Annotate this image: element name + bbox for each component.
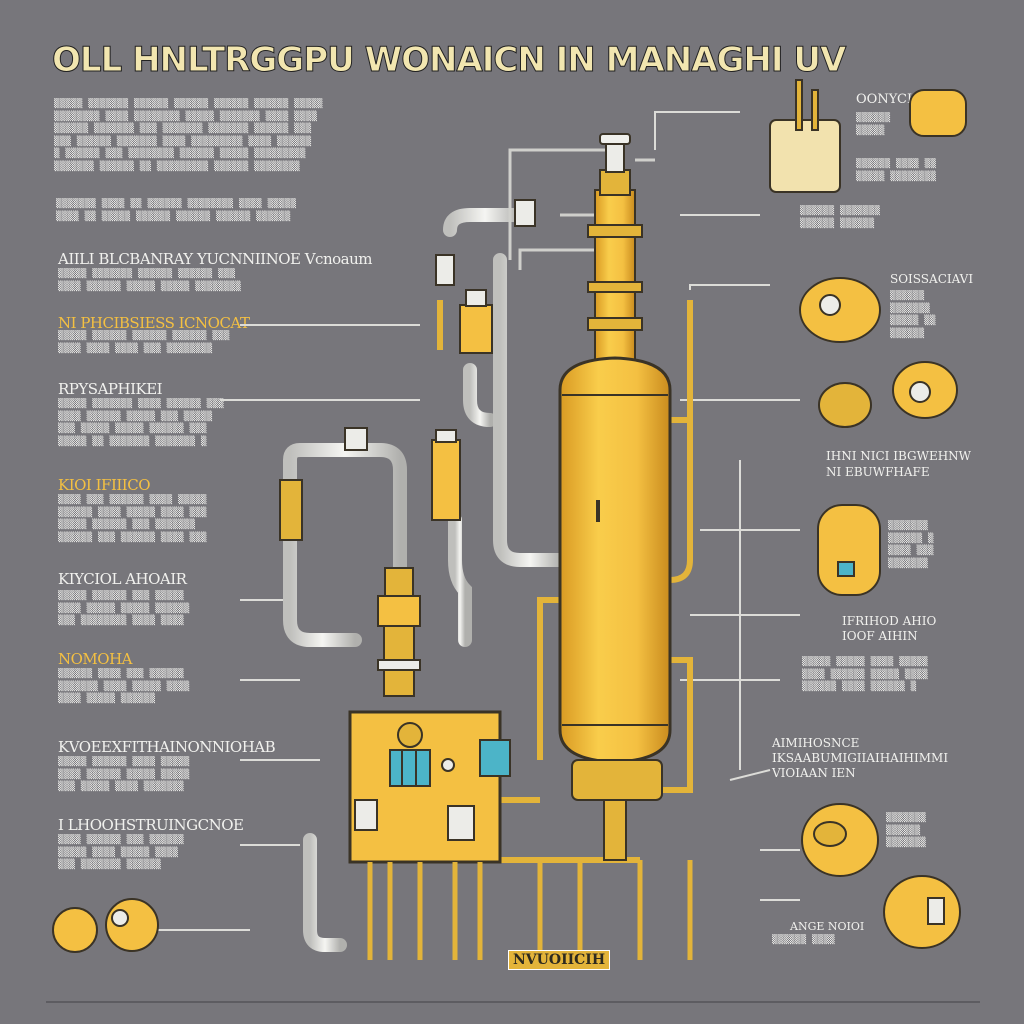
section-heading-4: KIOI IFIIICO xyxy=(58,476,151,494)
support-legs xyxy=(367,860,693,960)
page-title: OLL HNLTRGGPU WONAICN IN MANAGHI UV xyxy=(51,40,846,81)
white-pipes xyxy=(283,208,567,952)
right-text-1c: ▒▒▒▒▒▒ ▒▒▒▒▒▒▒ ▒▒▒▒▒▒ ▒▒▒▒▒▒ xyxy=(800,206,881,229)
bottom-machine-label: NVUOIICIH xyxy=(508,950,611,970)
section-text-7: ▒▒▒▒▒ ▒▒▒▒▒▒ ▒▒▒▒ ▒▒▒▒▒ ▒▒▒▒ ▒▒▒▒▒▒ ▒▒▒▒… xyxy=(58,757,190,792)
section-text-2: ▒▒▒▒▒ ▒▒▒▒▒▒ ▒▒▒▒▒▒ ▒▒▒▒▒▒ ▒▒▒ ▒▒▒▒ ▒▒▒▒… xyxy=(58,331,230,354)
section-heading-5: KIYCIOL AHOAIR xyxy=(58,570,187,588)
right-text-6: ▒▒▒▒▒▒ ▒▒▒▒ xyxy=(772,935,835,945)
section-text-8: ▒▒▒▒ ▒▒▒▒▒▒ ▒▒▒ ▒▒▒▒▒▒ ▒▒▒▒▒ ▒▒▒▒ ▒▒▒▒▒ … xyxy=(58,835,184,870)
section-heading-2: NI PHCIBSIESS ICNOCAT xyxy=(58,314,250,332)
right-text-4a: ▒▒▒▒▒▒▒ ▒▒▒▒▒▒ ▒ ▒▒▒▒ ▒▒▒ ▒▒▒▒▒▒▒ xyxy=(888,521,934,569)
section-text-3: ▒▒▒▒▒ ▒▒▒▒▒▒▒ ▒▒▒▒ ▒▒▒▒▒▒ ▒▒▒ ▒▒▒▒ ▒▒▒▒▒… xyxy=(58,399,224,447)
section-text-1: ▒▒▒▒▒ ▒▒▒▒▒▒▒ ▒▒▒▒▒▒ ▒▒▒▒▒▒ ▒▒▒ ▒▒▒▒ ▒▒▒… xyxy=(58,269,241,292)
right-label-1: OONYCI xyxy=(856,92,913,107)
right-label-5: AIMIHOSNCE IKSAABUMIGIIAIHAIHIMMI VIOIAA… xyxy=(772,736,949,780)
right-icons xyxy=(769,79,967,949)
section-text-6: ▒▒▒▒▒▒ ▒▒▒▒ ▒▒▒ ▒▒▒▒▒▒ ▒▒▒▒▒▒▒ ▒▒▒▒ ▒▒▒▒… xyxy=(58,669,190,704)
right-text-2: ▒▒▒▒▒▒ ▒▒▒▒▒▒▒ ▒▒▒▒▒ ▒▒ ▒▒▒▒▒▒ xyxy=(890,291,936,339)
right-label-6: ANGE NOIOI xyxy=(790,920,865,933)
section-heading-6: NOMOHA xyxy=(58,650,133,668)
right-text-1: ▒▒▒▒▒▒ ▒▒▒▒▒ xyxy=(856,113,891,136)
section-heading-3: RPYSAPHIKEI xyxy=(58,380,163,398)
right-text-4: ▒▒▒▒▒ ▒▒▒▒▒ ▒▒▒▒ ▒▒▒▒▒ ▒▒▒▒ ▒▒▒▒▒▒ ▒▒▒▒▒… xyxy=(802,657,928,692)
right-label-3: IHNI NICI IBGWEHNW NI EBUWFHAFE xyxy=(826,449,971,479)
small-separator xyxy=(279,199,536,541)
section-heading-8: I LHOOHSTRUINGCNOE xyxy=(58,816,244,834)
right-label-2: SOISSACIAVI xyxy=(890,272,974,286)
section-heading-7: KVOEEXFITHAINONNIOHAB xyxy=(58,738,276,756)
distillation-column xyxy=(558,133,672,861)
section-text-4: ▒▒▒▒ ▒▒▒ ▒▒▒▒▒▒ ▒▒▒▒ ▒▒▒▒▒ ▒▒▒▒▒▒ ▒▒▒▒ ▒… xyxy=(58,495,207,543)
right-text-1b: ▒▒▒▒▒▒ ▒▒▒▒ ▒▒ ▒▒▒▒▒ ▒▒▒▒▒▒▒▒ xyxy=(856,159,937,182)
leader-lines-left xyxy=(150,324,420,931)
intro-text-block: ▒▒▒▒▒ ▒▒▒▒▒▒▒ ▒▒▒▒▒▒ ▒▒▒▒▒▒ ▒▒▒▒▒▒ ▒▒▒▒▒… xyxy=(54,99,323,172)
intro-text-block-2: ▒▒▒▒▒▒▒ ▒▒▒▒ ▒▒ ▒▒▒▒▒▒ ▒▒▒▒▒▒▒▒ ▒▒▒▒ ▒▒▒… xyxy=(56,199,297,222)
right-text-6a: ▒▒▒▒▒▒▒ ▒▒▒▒▒▒ ▒▒▒▒▒▒▒ xyxy=(886,813,927,848)
bottom-left-icons xyxy=(52,898,159,953)
leader-lines-right xyxy=(654,111,800,901)
section-text-5: ▒▒▒▒▒ ▒▒▒▒▒▒ ▒▒▒ ▒▒▒▒▒ ▒▒▒▒ ▒▒▒▒▒ ▒▒▒▒▒ … xyxy=(58,591,190,626)
pump-unit xyxy=(348,567,511,864)
section-heading-1: AIILI BLCBANRAY YUCNNIINOE Vcnoaum xyxy=(58,250,372,268)
yellow-pipes xyxy=(437,300,693,863)
right-label-4: IFRIHOD AHIO IOOF AIHIN xyxy=(842,614,937,643)
